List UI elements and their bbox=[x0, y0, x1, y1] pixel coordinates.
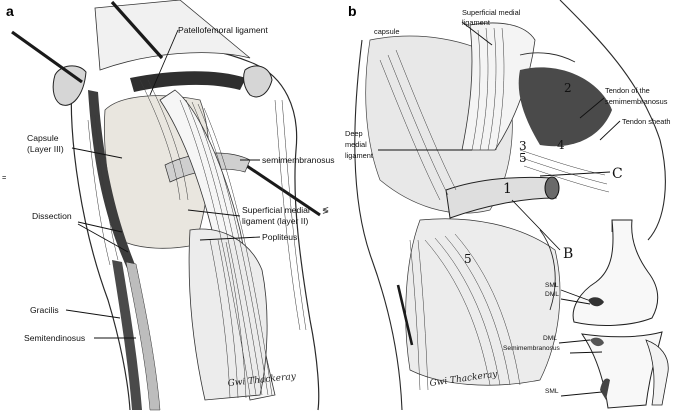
inset-label-dml-mid: DML bbox=[543, 335, 557, 342]
inset-label-semimembranosus: Semimembranosus bbox=[503, 345, 561, 352]
label-superficial-medial-layer: ligament (layer II) bbox=[242, 216, 309, 226]
label-semitendinosus: Semitendinosus bbox=[24, 333, 85, 343]
panel-a-probe-left bbox=[11, 30, 83, 84]
panel-b-lower-muscle bbox=[405, 218, 561, 386]
panel-b-semimembranosus-tendon bbox=[445, 176, 557, 219]
panel-a-retractor-right bbox=[243, 65, 273, 98]
label-dissection: Dissection bbox=[32, 211, 72, 221]
panel-b-superficial-medial-ligament bbox=[461, 22, 536, 151]
panel-a-fiber-hatching bbox=[87, 79, 307, 399]
label-patellofemoral-ligament: Patellofemoral ligament bbox=[178, 25, 268, 35]
inset-dml-attachment bbox=[590, 337, 604, 347]
panel-a-knee-drawing: Gwi Thackeray bbox=[11, 0, 321, 411]
panel-b-inset-bones bbox=[572, 219, 669, 409]
panel-a-probe-semimembranosus bbox=[237, 158, 321, 217]
label-b-medial: medial bbox=[345, 140, 367, 149]
panel-a-probe-top bbox=[110, 0, 164, 60]
panel-a: Gwi Thackeray a Patellofemoral ligament … bbox=[0, 0, 340, 413]
inset-fibula bbox=[645, 339, 669, 406]
inset-label-sml-bottom: SML bbox=[545, 388, 559, 395]
label-gracilis: Gracilis bbox=[30, 305, 59, 315]
label-capsule: Capsule bbox=[27, 133, 59, 143]
panel-b-letter: b bbox=[348, 3, 357, 19]
inset-sml-attachment bbox=[588, 297, 604, 307]
label-popliteus: Popliteus bbox=[262, 232, 297, 242]
label-superficial-medial-ligament: Superficial medial bbox=[242, 205, 310, 215]
panel-a-medial-outline bbox=[70, 77, 131, 411]
panel-b-dark-recess bbox=[518, 67, 612, 147]
label-b-tendon-sheath: Tendon sheath bbox=[622, 117, 671, 126]
label-capsule-layer: (Layer III) bbox=[27, 144, 64, 154]
panel-a-dissection-edge-medial bbox=[88, 90, 138, 275]
panel-a-edge-tick: = bbox=[2, 173, 6, 182]
panel-a-leader-lines: = ≶ bbox=[2, 29, 329, 339]
label-b-semimembranosus: semimembranosus bbox=[605, 97, 668, 106]
panel-b-posterior-outline bbox=[559, 0, 666, 241]
panel-a-retractor-left bbox=[52, 65, 87, 106]
panel-b-fiber-hatching bbox=[379, 27, 610, 391]
label-b-superficial-medial-ligament: ligament bbox=[462, 18, 490, 27]
marker-5-upper: 5 bbox=[519, 151, 527, 165]
label-b-superficial-medial: Superficial medial bbox=[462, 8, 521, 17]
label-b-capsule: capsule bbox=[374, 27, 399, 36]
label-b-deep: Deep bbox=[345, 129, 363, 138]
panel-a-semitendinosus-strip bbox=[125, 261, 161, 411]
panel-a-dissection-edge-top bbox=[130, 71, 246, 92]
inset-sml-lower-attachment bbox=[600, 378, 610, 400]
panel-a-skin-flap bbox=[94, 0, 251, 71]
marker-4: 4 bbox=[557, 138, 565, 152]
panel-b-knee-drawing: Gwi Thackeray bbox=[354, 0, 669, 411]
marker-2: 2 bbox=[564, 81, 572, 95]
panel-b-probe bbox=[396, 284, 414, 346]
panel-a-gracilis-strip bbox=[112, 260, 142, 410]
panel-a-popliteus-muscle bbox=[188, 228, 268, 401]
panel-b-tendon-cut-end bbox=[544, 176, 560, 200]
marker-c: C bbox=[612, 166, 623, 182]
panel-b: Gwi Thackeray b capsule Superficial medi… bbox=[340, 0, 685, 413]
label-b-tendon-of-the: Tendon of the bbox=[605, 86, 650, 95]
label-b-ligament: ligament bbox=[345, 151, 373, 160]
inset-label-sml-top: SML bbox=[545, 282, 559, 289]
marker-b: B bbox=[563, 246, 573, 262]
inset-label-dml-top: DML bbox=[545, 291, 559, 298]
panel-a-letter: a bbox=[6, 3, 14, 19]
marker-5-lower: 5 bbox=[464, 252, 472, 266]
marker-1: 1 bbox=[503, 181, 512, 197]
marker-3: 3 bbox=[519, 139, 527, 153]
panel-b-skin-outline bbox=[354, 39, 403, 411]
label-semimembranosus: semimembranosus bbox=[262, 155, 335, 165]
panel-a-probe-tick: ≶ bbox=[322, 205, 329, 215]
panel-b-leader-lines bbox=[378, 21, 621, 397]
